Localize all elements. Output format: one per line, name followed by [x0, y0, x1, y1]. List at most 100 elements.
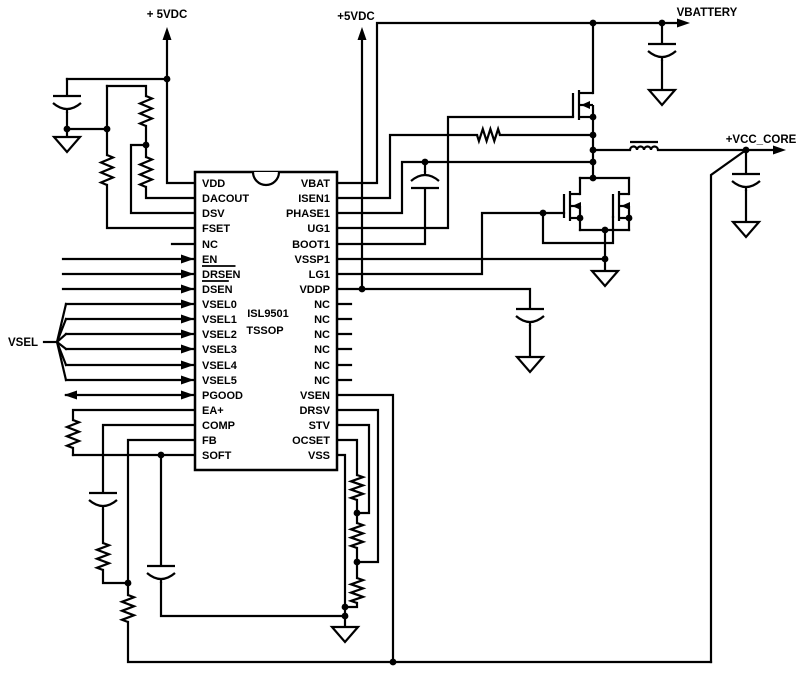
fet-arrow-icon [621, 202, 630, 210]
pin-label-vsel1: VSEL1 [202, 314, 237, 326]
junction-dot [341, 612, 349, 620]
junction-dot [589, 174, 597, 182]
wire [126, 620, 713, 664]
junction-dot [63, 125, 71, 133]
net-label-5vdc: + 5VDC [147, 9, 188, 21]
junction-dot [658, 19, 666, 27]
arrowhead-icon [181, 344, 194, 354]
pin-label-comp: COMP [202, 420, 235, 432]
capacitor-icon [731, 172, 761, 191]
junction-dot [601, 226, 609, 234]
pin-label-vss: VSS [308, 450, 330, 462]
net-label-5vdc: +5VDC [337, 11, 374, 23]
fet-arrow-icon [581, 101, 590, 109]
wire [335, 453, 347, 629]
wire [335, 438, 359, 477]
wire [129, 143, 197, 215]
pin-label-lg1: LG1 [309, 269, 330, 281]
junction-dot [589, 146, 597, 154]
pin-label-stv: STV [309, 420, 331, 432]
ic-chip-body [193, 170, 339, 472]
pin-label-ug1: UG1 [307, 223, 330, 235]
wire [105, 183, 197, 230]
pin-label-vsel0: VSEL0 [202, 299, 237, 311]
pin-label-nc: NC [314, 329, 330, 341]
net-label-vsel: VSEL [8, 337, 38, 349]
capacitor-icon [146, 564, 176, 583]
junction-dot [742, 146, 750, 154]
capacitor-icon [88, 491, 118, 510]
pin-label-vdd: VDD [202, 178, 225, 190]
pin-label-dacout: DACOUT [202, 193, 249, 205]
resistor-icon [475, 125, 502, 145]
net-label-vcccore: +VCC_CORE [726, 134, 797, 146]
wire [55, 340, 68, 382]
resistor-icon [137, 94, 155, 128]
junction-dot [625, 214, 633, 222]
pin-label-vssp1: VSSP1 [295, 254, 330, 266]
wire [335, 423, 371, 515]
arrowhead-icon [357, 27, 367, 40]
junction-dot [163, 75, 171, 83]
pin-label-eaplus: EA+ [202, 405, 224, 417]
junction-dot [421, 158, 429, 166]
pin-label-boot1: BOOT1 [292, 239, 330, 251]
pin-label-vsen: VSEN [300, 390, 330, 402]
wire [101, 423, 197, 494]
arrowhead-icon [181, 284, 194, 294]
inductor-icon [628, 145, 660, 151]
junction-dot [389, 658, 397, 666]
ground-icon [646, 88, 678, 107]
junction-dot [589, 131, 597, 139]
arrowhead-icon [181, 314, 194, 324]
junction-dot [576, 214, 584, 222]
pin-label-drsv: DRSV [299, 405, 330, 417]
capacitor-icon [52, 94, 82, 113]
capacitor-icon [515, 307, 545, 326]
arrowhead-icon [162, 27, 172, 40]
wire [343, 601, 359, 609]
pin-label-nc: NC [202, 239, 218, 251]
pin-label-nc: NC [314, 375, 330, 387]
wire [335, 160, 595, 215]
arrowhead-icon [773, 145, 786, 155]
arrowhead-icon [64, 390, 77, 400]
resistor-icon [347, 576, 367, 605]
pin-label-phase1: PHASE1 [286, 208, 330, 220]
ground-icon [329, 625, 361, 644]
wire [55, 332, 68, 344]
wire [159, 581, 347, 618]
arrowhead-icon [181, 375, 194, 385]
wire [105, 84, 148, 98]
arrowhead-icon [677, 18, 690, 28]
pin-label-nc: NC [314, 360, 330, 372]
pin-label-dsen: DSEN [202, 284, 233, 296]
pin-label-nc: NC [314, 299, 330, 311]
pin-label-pgood: PGOOD [202, 390, 243, 402]
wire [335, 187, 427, 246]
junction-dot [103, 125, 111, 133]
junction-dot [142, 141, 150, 149]
chip-package-label: TSSOP [246, 325, 283, 337]
pin-label-dsv: DSV [202, 208, 225, 220]
wire [335, 408, 380, 564]
capacitor-icon [410, 171, 440, 190]
wire [335, 393, 395, 664]
arrowhead-icon [181, 254, 194, 264]
ground-icon [589, 269, 621, 288]
pin-label-soft: SOFT [202, 450, 232, 462]
junction-dot [358, 285, 366, 293]
pin-label-ocset: OCSET [292, 435, 330, 447]
mosfet-icon [571, 90, 595, 120]
wire [335, 287, 532, 310]
wire [335, 115, 575, 230]
pin-label-vddp: VDDP [299, 284, 330, 296]
resistor-icon [98, 153, 116, 187]
junction-dot [589, 19, 597, 27]
wire [126, 438, 197, 597]
pin-label-fb: FB [202, 435, 217, 447]
arrowhead-icon [181, 269, 194, 279]
junction-dot [124, 579, 132, 587]
